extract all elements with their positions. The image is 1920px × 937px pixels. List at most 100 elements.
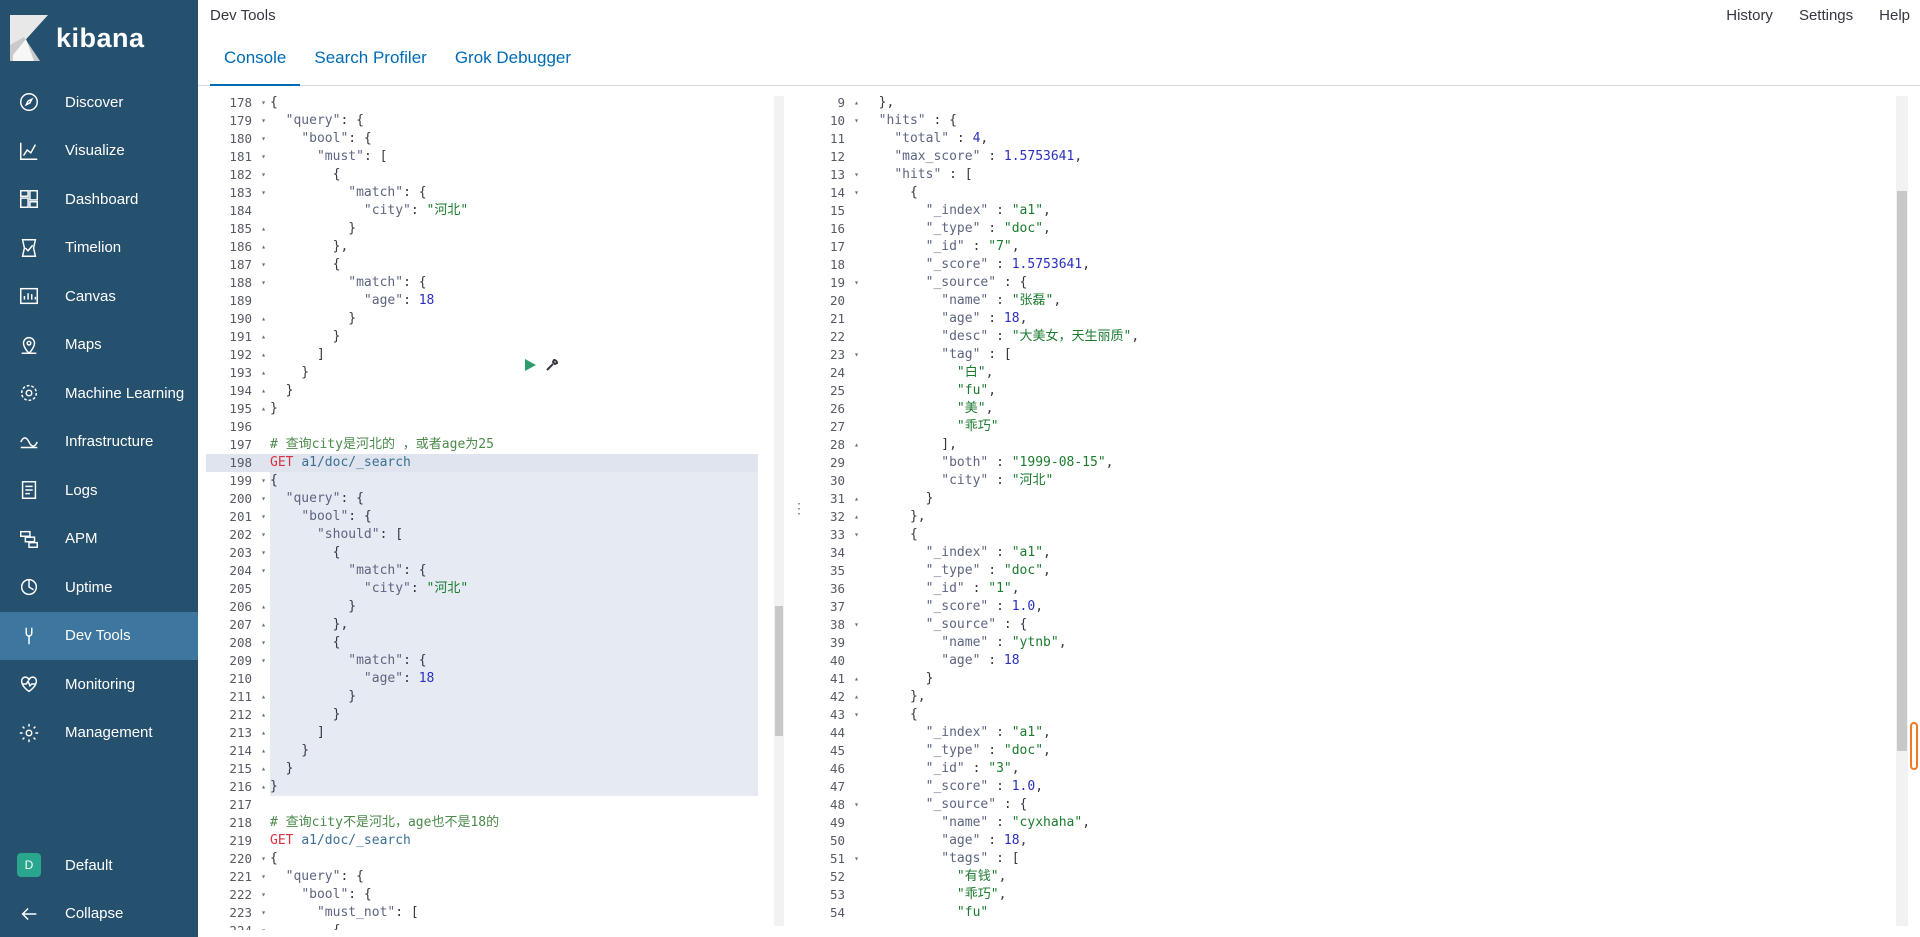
fold-close-icon[interactable]: ▴	[261, 242, 266, 251]
help-link[interactable]: Help	[1879, 7, 1910, 24]
fold-close-icon[interactable]: ▴	[261, 782, 266, 791]
tab-console[interactable]: Console	[210, 38, 301, 86]
request-scrollbar[interactable]	[774, 96, 784, 926]
fold-open-icon[interactable]: ▾	[261, 134, 266, 143]
logs-icon	[17, 478, 41, 502]
fold-open-icon[interactable]: ▾	[261, 656, 266, 665]
response-scrollbar[interactable]	[1896, 96, 1908, 926]
sidebar-item-label: Infrastructure	[65, 433, 154, 451]
fold-close-icon[interactable]: ▴	[261, 224, 266, 233]
line-number: 22	[829, 329, 845, 344]
fold-close-icon[interactable]: ▴	[854, 440, 859, 449]
fold-open-icon[interactable]: ▾	[261, 98, 266, 107]
fold-open-icon[interactable]: ▾	[854, 350, 859, 359]
fold-open-icon[interactable]: ▾	[854, 170, 859, 179]
pane-resizer[interactable]: ⋮	[792, 500, 806, 516]
fold-close-icon[interactable]: ▴	[261, 314, 266, 323]
fold-open-icon[interactable]: ▾	[261, 512, 266, 521]
sidebar-item-timelion[interactable]: Timelion	[0, 224, 198, 273]
request-code[interactable]: { "query": { "bool": { "must": [ { "matc…	[270, 94, 758, 930]
fold-close-icon[interactable]: ▴	[261, 602, 266, 611]
fold-open-icon[interactable]: ▾	[261, 548, 266, 557]
sidebar-item-management[interactable]: Management	[0, 709, 198, 758]
fold-close-icon[interactable]: ▴	[261, 746, 266, 755]
sidebar-item-discover[interactable]: Discover	[0, 78, 198, 127]
fold-open-icon[interactable]: ▾	[854, 530, 859, 539]
collapse-button[interactable]: Collapse	[0, 890, 198, 937]
fold-close-icon[interactable]: ▴	[261, 368, 266, 377]
fold-close-icon[interactable]: ▴	[854, 494, 859, 503]
fold-open-icon[interactable]: ▾	[261, 872, 266, 881]
fold-close-icon[interactable]: ▴	[261, 350, 266, 359]
fold-open-icon[interactable]: ▾	[261, 922, 266, 930]
code-line: },	[863, 95, 895, 110]
fold-close-icon[interactable]: ▴	[854, 98, 859, 107]
fold-close-icon[interactable]: ▴	[261, 332, 266, 341]
fold-open-icon[interactable]: ▾	[261, 566, 266, 575]
space-selector[interactable]: D Default	[0, 841, 198, 890]
fold-open-icon[interactable]: ▾	[854, 800, 859, 809]
fold-close-icon[interactable]: ▴	[261, 764, 266, 773]
history-link[interactable]: History	[1726, 7, 1773, 24]
play-icon[interactable]	[522, 357, 538, 373]
code-line: # 查询city不是河北，age也不是18的	[270, 815, 500, 830]
line-number: 35	[829, 563, 845, 578]
tab-grok-debugger[interactable]: Grok Debugger	[454, 48, 572, 67]
fold-close-icon[interactable]: ▴	[854, 512, 859, 521]
kibana-logo[interactable]: kibana	[10, 14, 145, 62]
fold-open-icon[interactable]: ▾	[261, 494, 266, 503]
fold-close-icon[interactable]: ▴	[854, 692, 859, 701]
line-number: 51▾	[829, 851, 859, 866]
sidebar-item-dev-tools[interactable]: Dev Tools	[0, 611, 198, 660]
fold-open-icon[interactable]: ▾	[854, 116, 859, 125]
fold-open-icon[interactable]: ▾	[261, 476, 266, 485]
fold-close-icon[interactable]: ▴	[261, 620, 266, 629]
fold-open-icon[interactable]: ▾	[261, 890, 266, 899]
code-line: }	[270, 760, 758, 778]
fold-open-icon[interactable]: ▾	[261, 908, 266, 917]
sidebar-item-apm[interactable]: APM	[0, 515, 198, 564]
fold-open-icon[interactable]: ▾	[261, 170, 266, 179]
code-line: "city": "河北"	[270, 580, 758, 598]
sidebar-item-logs[interactable]: Logs	[0, 466, 198, 515]
fold-open-icon[interactable]: ▾	[854, 188, 859, 197]
wrench-icon[interactable]	[544, 357, 560, 373]
fold-open-icon[interactable]: ▾	[261, 638, 266, 647]
sidebar-nav: Discover Visualize Dashboard Timelion Ca…	[0, 78, 198, 757]
fold-open-icon[interactable]: ▾	[261, 188, 266, 197]
sidebar-item-visualize[interactable]: Visualize	[0, 127, 198, 176]
sidebar-item-monitoring[interactable]: Monitoring	[0, 660, 198, 709]
tab-search-profiler[interactable]: Search Profiler	[314, 48, 427, 67]
sidebar-item-dashboard[interactable]: Dashboard	[0, 175, 198, 224]
fold-open-icon[interactable]: ▾	[854, 710, 859, 719]
fold-open-icon[interactable]: ▾	[261, 530, 266, 539]
sidebar-item-uptime[interactable]: Uptime	[0, 563, 198, 612]
fold-close-icon[interactable]: ▴	[854, 674, 859, 683]
fold-open-icon[interactable]: ▾	[261, 116, 266, 125]
fold-close-icon[interactable]: ▴	[261, 386, 266, 395]
settings-link[interactable]: Settings	[1798, 7, 1854, 24]
response-scrollbar-thumb[interactable]	[1897, 191, 1907, 751]
code-line: "age" : 18,	[941, 311, 1028, 326]
fold-close-icon[interactable]: ▴	[261, 692, 266, 701]
fold-close-icon[interactable]: ▴	[261, 404, 266, 413]
fold-open-icon[interactable]: ▾	[261, 278, 266, 287]
code-line: {	[863, 185, 918, 200]
fold-open-icon[interactable]: ▾	[854, 278, 859, 287]
sidebar-item-canvas[interactable]: Canvas	[0, 272, 198, 321]
uptime-icon	[17, 575, 41, 599]
fold-close-icon[interactable]: ▴	[261, 710, 266, 719]
sidebar-item-machine-learning[interactable]: Machine Learning	[0, 369, 198, 418]
fold-open-icon[interactable]: ▾	[261, 260, 266, 269]
fold-close-icon[interactable]: ▴	[261, 728, 266, 737]
fold-open-icon[interactable]: ▾	[261, 152, 266, 161]
fold-open-icon[interactable]: ▾	[854, 854, 859, 863]
line-number: 200▾	[229, 491, 266, 506]
fold-open-icon[interactable]: ▾	[854, 620, 859, 629]
line-number: 199▾	[229, 473, 266, 488]
sidebar-item-maps[interactable]: Maps	[0, 321, 198, 370]
request-scrollbar-thumb[interactable]	[775, 606, 783, 736]
fold-open-icon[interactable]: ▾	[261, 854, 266, 863]
sidebar-item-infrastructure[interactable]: Infrastructure	[0, 418, 198, 467]
